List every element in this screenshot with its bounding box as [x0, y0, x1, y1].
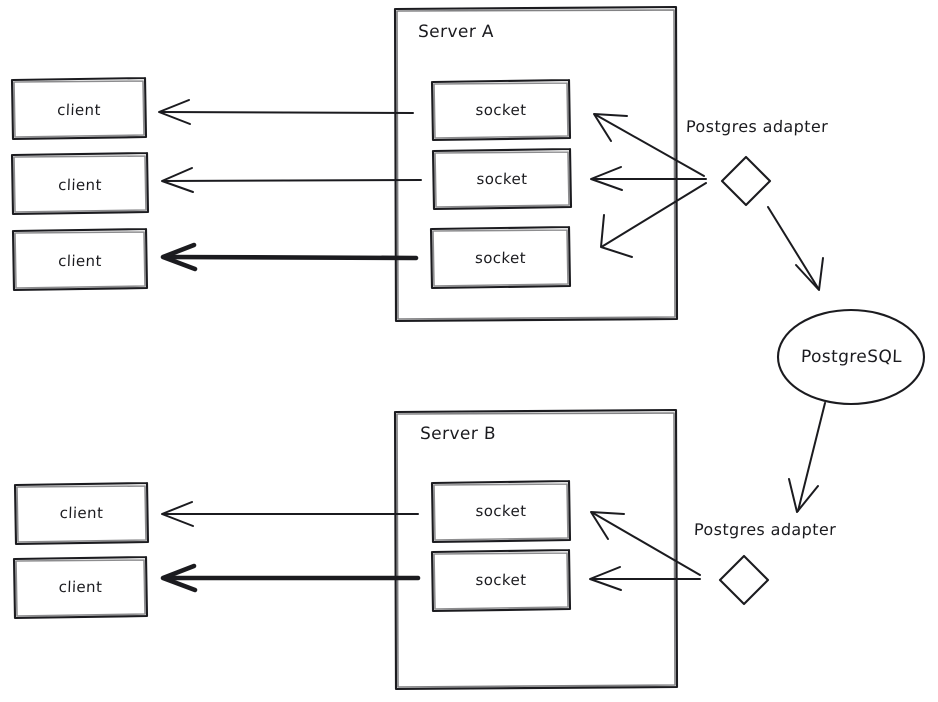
- arrow-socket-a1-to-client-1: [158, 99, 414, 125]
- client-1-label: client: [56, 101, 102, 119]
- server-b-container[interactable]: [393, 408, 679, 691]
- arrow-adapter-b-to-socket-b1: [590, 511, 701, 576]
- client-box-4[interactable]: [13, 481, 150, 546]
- adapter-a-diamond[interactable]: [720, 155, 772, 207]
- client-2-label: client: [57, 176, 103, 194]
- server-a-label: Server A: [417, 22, 495, 42]
- arrow-adapter-b-to-socket-b2: [589, 566, 701, 591]
- arrow-socket-a3-to-client-3: [160, 242, 419, 272]
- server-a-socket-1-label: socket: [475, 101, 527, 119]
- arrow-adapter-a-to-socket-a3: [600, 182, 707, 258]
- postgresql-ellipse[interactable]: [776, 308, 926, 406]
- server-b-socket-2[interactable]: [430, 548, 572, 613]
- server-a-socket-1[interactable]: [430, 78, 572, 142]
- server-b-socket-1[interactable]: [430, 479, 572, 544]
- client-3-label: client: [57, 252, 103, 270]
- server-b-socket-2-label: socket: [475, 571, 527, 589]
- adapter-a-label: Postgres adapter: [685, 117, 829, 136]
- client-box-3[interactable]: [11, 227, 149, 292]
- arrow-socket-b2-to-client-5: [160, 563, 421, 593]
- server-a-socket-2[interactable]: [431, 147, 573, 211]
- arrow-socket-a2-to-client-2: [161, 167, 422, 193]
- adapter-b-label: Postgres adapter: [693, 520, 837, 539]
- server-a-socket-3-label: socket: [474, 249, 527, 267]
- arrow-postgresql-to-adapter-b: [788, 402, 826, 513]
- client-5-label: client: [58, 578, 103, 596]
- arrow-adapter-a-to-postgresql: [767, 206, 824, 291]
- arrow-socket-b1-to-client-4: [161, 501, 419, 527]
- server-b-socket-1-label: socket: [475, 502, 527, 520]
- arrow-adapter-a-to-socket-a2: [590, 166, 707, 191]
- client-box-2[interactable]: [10, 151, 150, 216]
- server-a-container[interactable]: [393, 5, 679, 323]
- server-b-label: Server B: [419, 424, 497, 444]
- server-a-socket-3[interactable]: [429, 225, 572, 290]
- client-4-label: client: [59, 504, 104, 522]
- client-box-5[interactable]: [12, 555, 149, 620]
- server-a-socket-2-label: socket: [476, 170, 528, 188]
- client-box-1[interactable]: [10, 76, 148, 141]
- adapter-b-diamond[interactable]: [718, 554, 770, 606]
- postgresql-label: PostgreSQL: [800, 347, 903, 367]
- arrow-adapter-a-to-socket-a1: [593, 113, 705, 177]
